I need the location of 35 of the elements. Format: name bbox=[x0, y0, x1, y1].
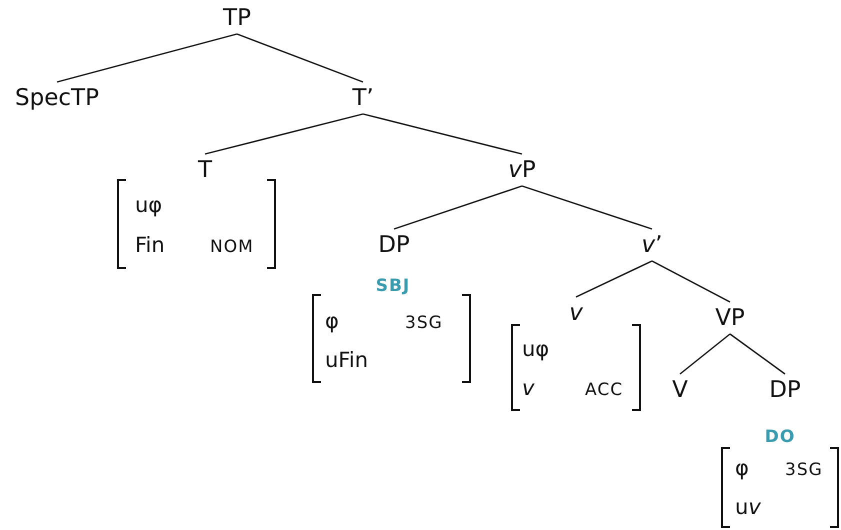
role-label: DO bbox=[764, 426, 796, 449]
node-label: VP bbox=[715, 304, 745, 332]
feature-label: φ bbox=[735, 455, 749, 481]
node-label: v’ bbox=[642, 231, 662, 259]
feature-label: 3SG bbox=[785, 459, 823, 482]
tree-branch bbox=[204, 113, 364, 155]
tree-branch bbox=[522, 185, 652, 230]
tree-branch bbox=[576, 260, 652, 298]
node-label: DP bbox=[378, 231, 410, 259]
node-label: T bbox=[198, 156, 212, 184]
feature-label: uφ bbox=[135, 192, 162, 218]
node-label: SpecTP bbox=[15, 84, 99, 112]
node-label: vP bbox=[508, 156, 536, 184]
node-label: DP bbox=[769, 376, 801, 404]
feature-label: v bbox=[522, 375, 534, 401]
feature-label: uFin bbox=[325, 347, 368, 373]
tree-branch bbox=[394, 185, 522, 230]
node-label: TP bbox=[223, 4, 251, 32]
tree-branch bbox=[56, 33, 238, 83]
node-label: v bbox=[569, 299, 583, 327]
feature-label: φ bbox=[325, 308, 339, 334]
tree-branch bbox=[652, 260, 730, 303]
feature-label: uφ bbox=[522, 336, 550, 362]
tree-branch bbox=[730, 333, 786, 375]
tree-branch bbox=[236, 33, 364, 83]
tree-branch bbox=[362, 113, 522, 155]
node-label: V bbox=[672, 376, 688, 404]
feature-label: Fin bbox=[135, 232, 165, 258]
node-label: T’ bbox=[352, 84, 374, 112]
role-label: SBJ bbox=[376, 275, 410, 298]
feature-label: ACC bbox=[585, 379, 624, 402]
feature-label: uv bbox=[735, 494, 761, 520]
tree-branch bbox=[680, 333, 730, 375]
feature-label: NOM bbox=[210, 236, 254, 259]
feature-label: 3SG bbox=[405, 312, 443, 335]
